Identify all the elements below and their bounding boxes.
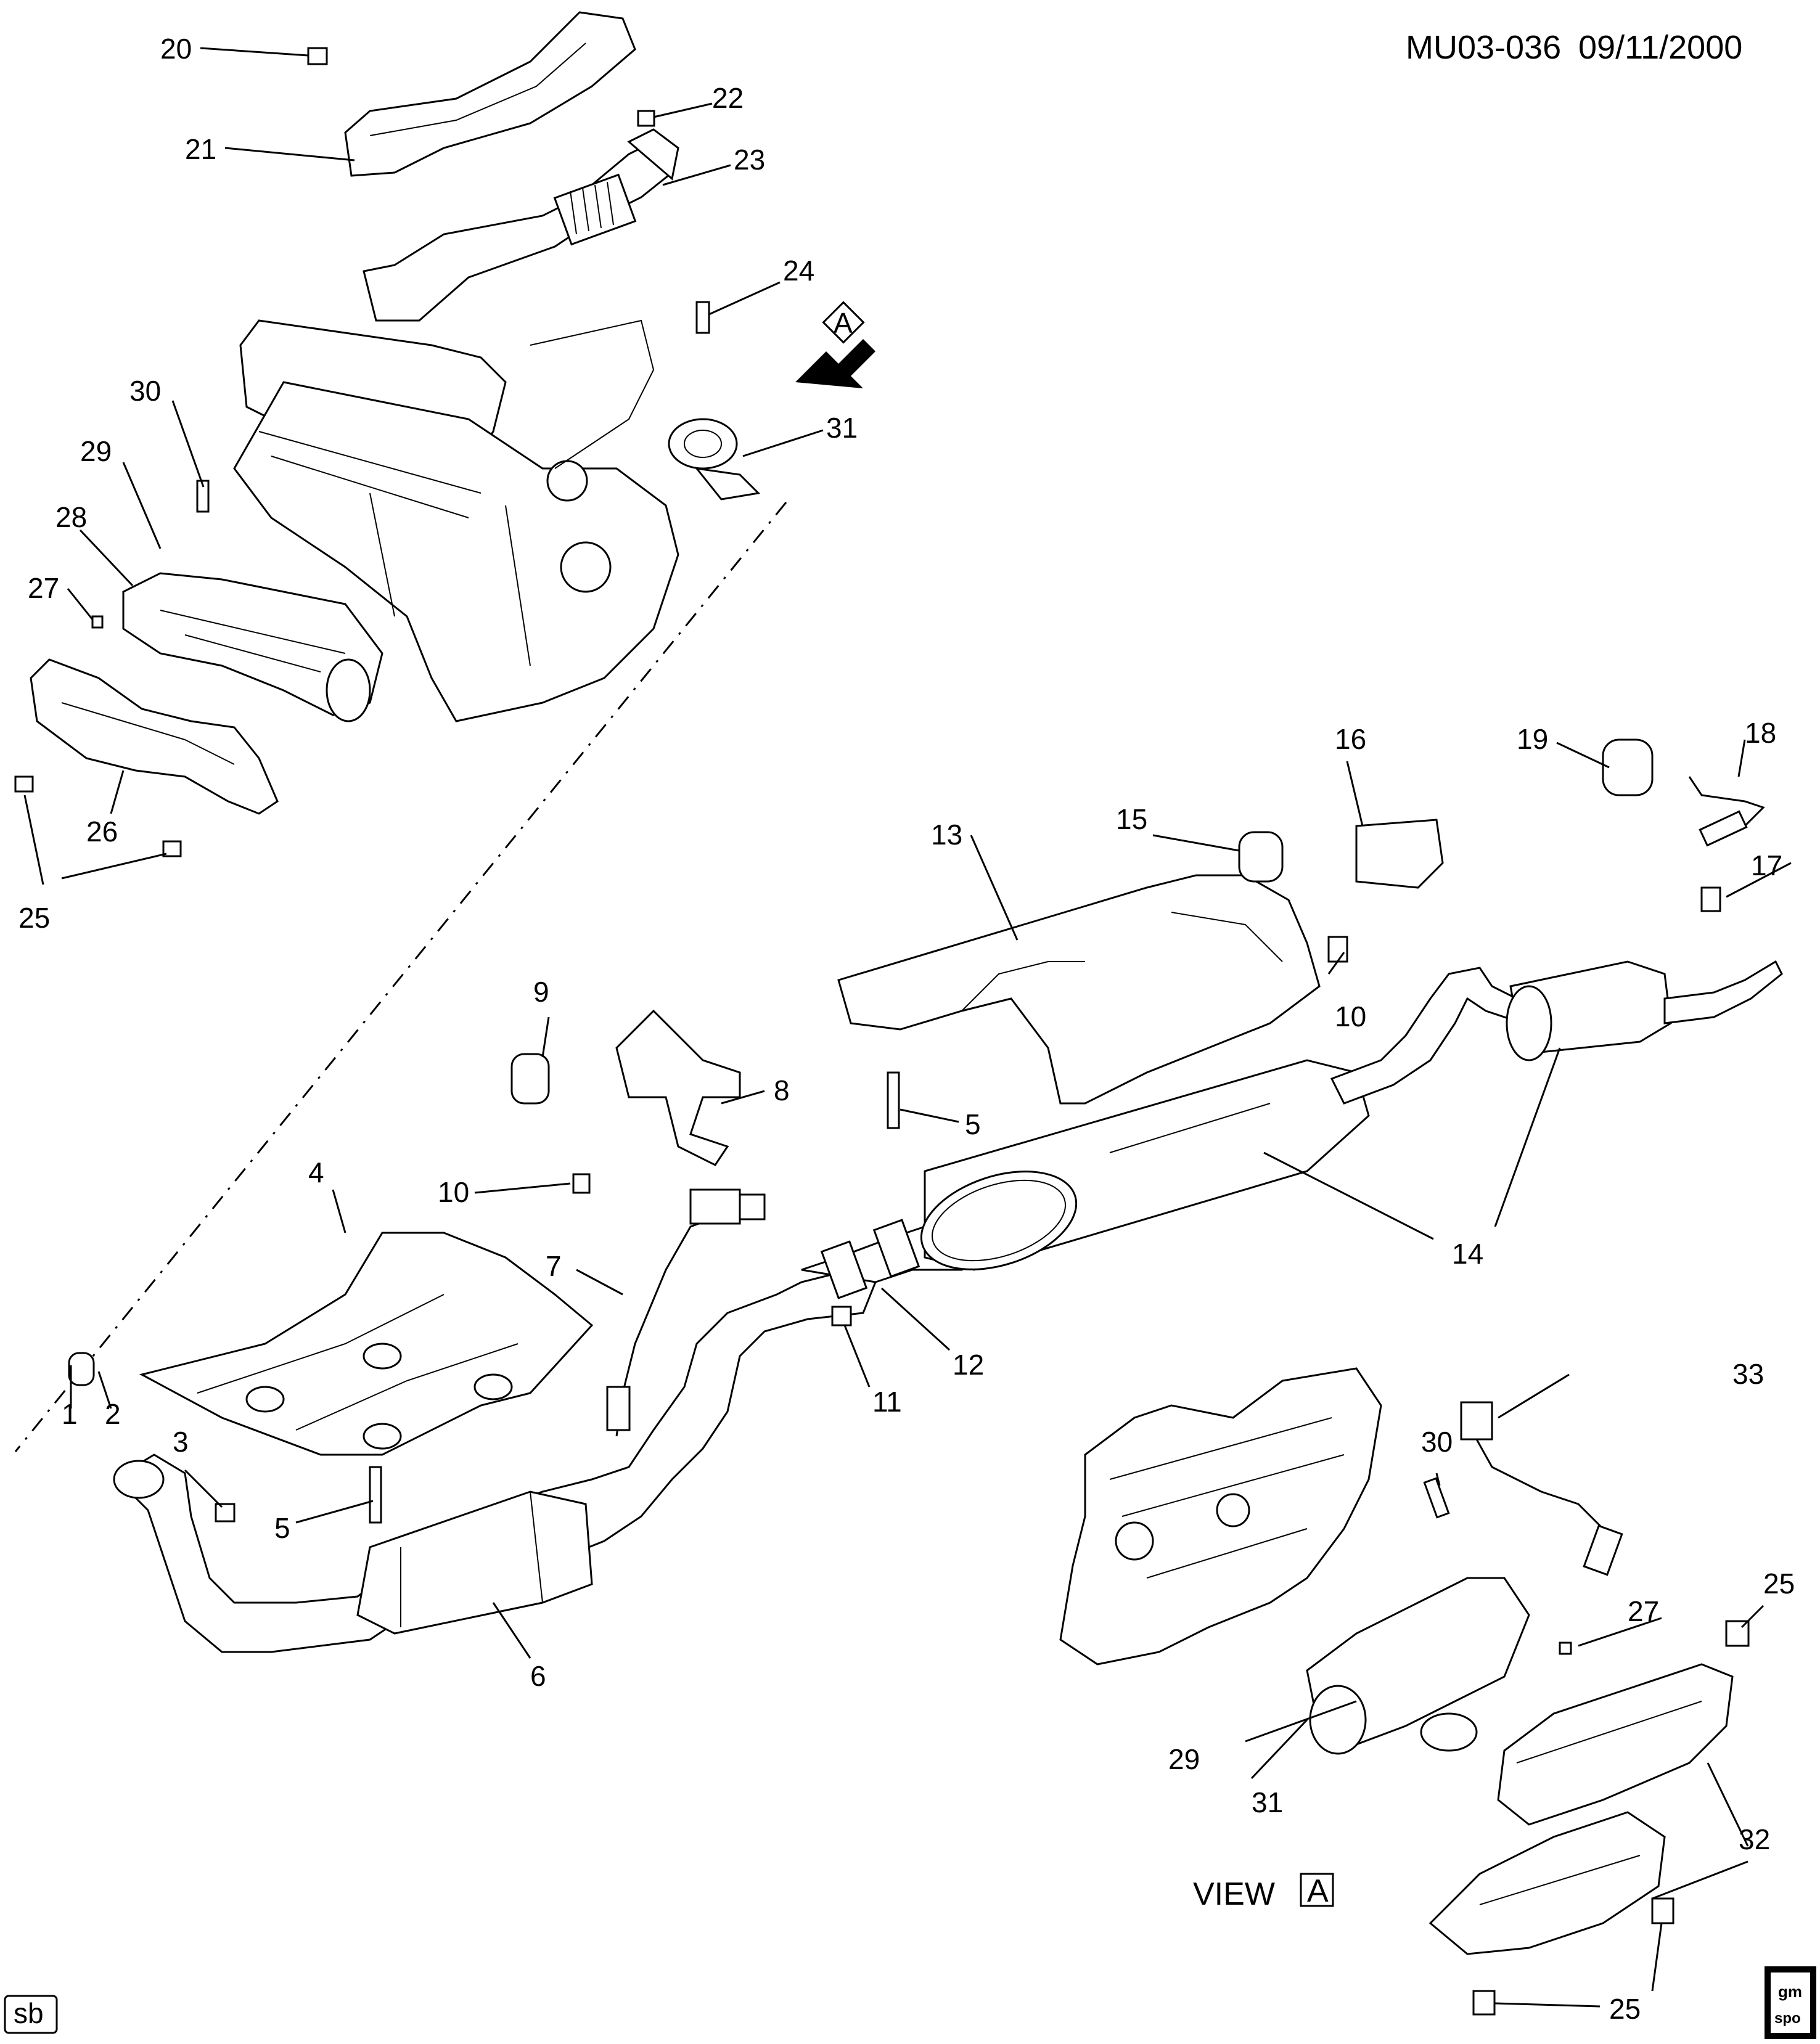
callout-17: 17 [1751, 849, 1782, 881]
front-exhaust-pipe-23 [363, 128, 679, 322]
view-a-caption: VIEW A [1193, 1873, 1334, 1912]
drawing-id: MU03-036 [1406, 29, 1561, 66]
callout-25-bottom: 25 [1609, 1993, 1641, 2025]
engine-block-upper [233, 319, 679, 722]
heat-shield-13 [837, 874, 1321, 1105]
callout-11: 11 [872, 1386, 902, 1418]
callout-5-lower: 5 [274, 1512, 290, 1544]
callout-22: 22 [712, 82, 744, 114]
view-a-engine [1059, 1367, 1382, 1666]
upper-heat-shield-21 [344, 11, 636, 177]
callout-25-upper: 25 [18, 902, 50, 934]
callout-6: 6 [530, 1660, 546, 1692]
manifold-heat-shield-26 [30, 658, 279, 815]
logo-top-text: gm [1778, 1982, 1802, 2001]
callout-7: 7 [546, 1250, 562, 1282]
callout-15: 15 [1116, 803, 1147, 835]
callout-4: 4 [308, 1156, 324, 1188]
view-a-arrow-letter: A [834, 307, 853, 339]
callout-3: 3 [173, 1426, 189, 1458]
callout-16: 16 [1335, 723, 1366, 755]
callout-19: 19 [1517, 723, 1548, 755]
o2-sensor-7 [606, 1188, 766, 1437]
callout-10-upper: 10 [1335, 1000, 1366, 1032]
exhaust-manifold-28 [122, 572, 383, 722]
tailpipe-resonator-14 [1330, 960, 1783, 1105]
callout-1: 1 [62, 1398, 78, 1430]
callout-8: 8 [774, 1074, 790, 1106]
callout-18: 18 [1745, 717, 1776, 749]
leader-lines [23, 47, 1792, 2008]
callout-14: 14 [1452, 1238, 1483, 1270]
callout-32: 32 [1739, 1823, 1770, 1855]
callout-labels: 20 21 22 23 24 31 30 29 28 27 26 25 1 2 … [18, 33, 1795, 2025]
callout-12: 12 [953, 1349, 984, 1381]
callout-26: 26 [86, 816, 118, 848]
callout-24: 24 [783, 255, 814, 287]
callout-10-lower: 10 [438, 1176, 469, 1208]
view-a-arrow: A [795, 301, 875, 388]
callout-30-upper: 30 [129, 375, 161, 407]
view-a-manifold-29 [1306, 1577, 1530, 1755]
drawing-date: 09/11/2000 [1578, 29, 1742, 66]
callout-31-upper: 31 [826, 412, 858, 444]
gasket-31-upper [668, 418, 761, 501]
callout-27-upper: 27 [28, 572, 59, 604]
callout-28: 28 [55, 501, 87, 533]
fasteners-upper [14, 47, 710, 857]
gm-spo-logo: gm spo [1765, 1966, 1816, 2039]
callout-27-lower: 27 [1628, 1595, 1659, 1627]
callout-21: 21 [185, 133, 216, 165]
callout-29-lower: 29 [1168, 1743, 1200, 1775]
callout-31-lower: 31 [1252, 1786, 1283, 1818]
callout-25-right: 25 [1763, 1568, 1795, 1600]
view-a-right-manifold-32 [1429, 1663, 1734, 1955]
sb-tag-text: sb [14, 1997, 44, 2029]
view-a-o2-sensor-33 [1460, 1401, 1623, 1576]
centerline-dash [14, 502, 787, 1452]
front-pipe-catalytic-converter-6 [113, 1269, 877, 1653]
callout-30-lower: 30 [1421, 1426, 1453, 1458]
view-a-word: VIEW [1193, 1876, 1275, 1912]
callout-13: 13 [931, 819, 962, 851]
fasteners-main [68, 886, 1721, 1524]
muffler-14 [920, 1059, 1370, 1271]
callout-33: 33 [1732, 1358, 1764, 1390]
callout-9: 9 [533, 976, 549, 1008]
callout-23: 23 [734, 144, 765, 176]
callout-5-upper: 5 [965, 1108, 981, 1140]
hangers-and-brackets [510, 738, 1765, 1166]
view-a-letter: A [1307, 1873, 1329, 1909]
callout-29-upper: 29 [80, 435, 112, 467]
heat-shield-4 [139, 1232, 594, 1456]
callout-2: 2 [105, 1398, 121, 1430]
callout-20: 20 [160, 33, 192, 65]
sb-tag: sb [4, 1995, 58, 2034]
logo-bottom-text: spo [1774, 2010, 1801, 2027]
